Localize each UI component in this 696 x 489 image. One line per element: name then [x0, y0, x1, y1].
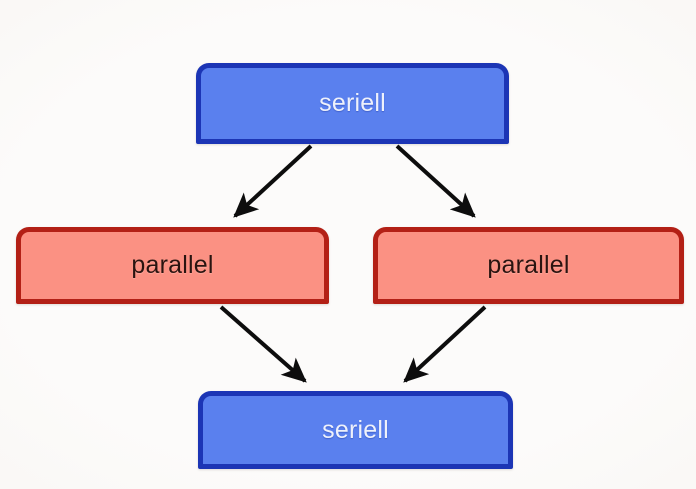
node-label: seriell [319, 89, 386, 117]
node-label: parallel [487, 251, 570, 279]
edge-right-to-bottom [403, 305, 487, 383]
edge-left-to-bottom [219, 305, 307, 383]
node-label: parallel [131, 251, 214, 279]
node-label: seriell [322, 415, 389, 444]
edge-top-to-left [233, 144, 313, 218]
edge-top-to-right [395, 144, 476, 218]
node-parallel-right[interactable]: parallel [373, 227, 684, 304]
node-parallel-left[interactable]: parallel [16, 227, 329, 304]
node-seriell-top[interactable]: seriell [196, 63, 509, 144]
node-seriell-bottom[interactable]: seriell [198, 391, 513, 469]
